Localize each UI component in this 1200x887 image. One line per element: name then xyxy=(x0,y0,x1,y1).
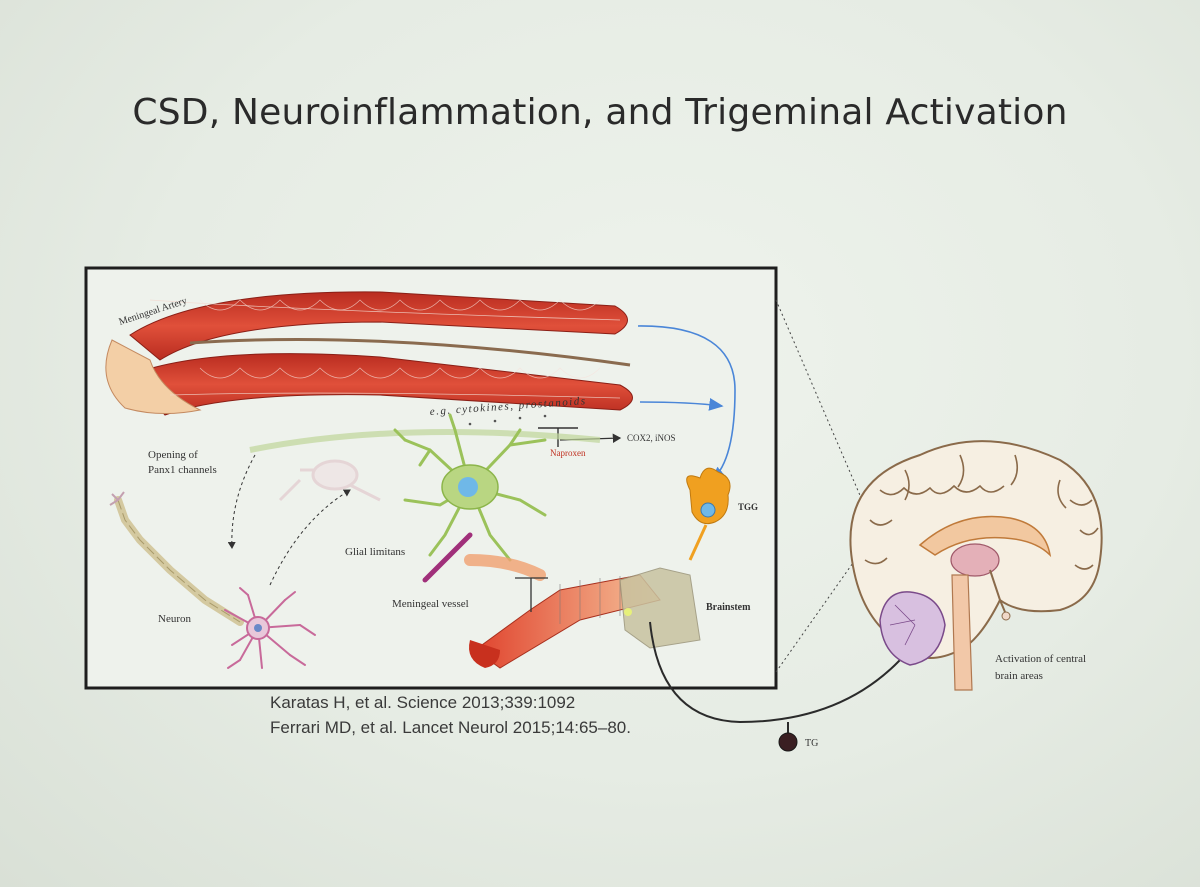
tgg-ganglion xyxy=(686,467,731,561)
brain-illustration xyxy=(849,440,1103,691)
label-tgg: TGG xyxy=(738,502,758,512)
label-activation-2: brain areas xyxy=(995,670,1043,682)
meningeal-artery xyxy=(105,291,633,416)
blurred-cell xyxy=(278,459,381,502)
dashed-arrow-panx xyxy=(227,454,256,549)
glial-limitans-bar xyxy=(422,532,473,583)
zoom-line-bottom xyxy=(775,559,856,673)
reference-2: Ferrari MD, et al. Lancet Neurol 2015;14… xyxy=(270,718,631,737)
neuron-axon xyxy=(109,491,244,626)
label-glial: Glial limitans xyxy=(345,546,405,558)
dashed-arrow-neuron xyxy=(269,489,351,586)
label-cox2: COX2, iNOS xyxy=(627,433,676,443)
slide-title: CSD, Neuroinflammation, and Trigeminal A… xyxy=(132,92,1068,133)
meningeal-vessel xyxy=(464,554,661,669)
cytokine-dots xyxy=(468,414,547,426)
tg-node xyxy=(778,732,798,752)
glia-band xyxy=(249,429,601,453)
label-activation-1: Activation of central xyxy=(995,653,1086,665)
brainstem-nucleus xyxy=(624,608,632,616)
vessel-inhibitor xyxy=(515,577,548,612)
astrocyte xyxy=(393,413,547,562)
neuron-cell xyxy=(224,587,316,669)
label-naproxen: Naproxen xyxy=(550,448,586,458)
label-tg: TG xyxy=(805,738,818,749)
brainstem-block xyxy=(619,567,701,649)
label-neuron: Neuron xyxy=(158,613,191,625)
blue-arrow-lower xyxy=(639,398,724,411)
label-opening: Opening of xyxy=(148,449,198,461)
zoom-line-top xyxy=(775,299,863,501)
label-panx1: Panx1 channels xyxy=(148,464,217,476)
label-brainstem: Brainstem xyxy=(706,602,751,613)
blue-arrow-upper xyxy=(637,325,736,482)
reference-1: Karatas H, et al. Science 2013;339:1092 xyxy=(270,693,576,712)
label-vessel: Meningeal vessel xyxy=(392,598,469,610)
